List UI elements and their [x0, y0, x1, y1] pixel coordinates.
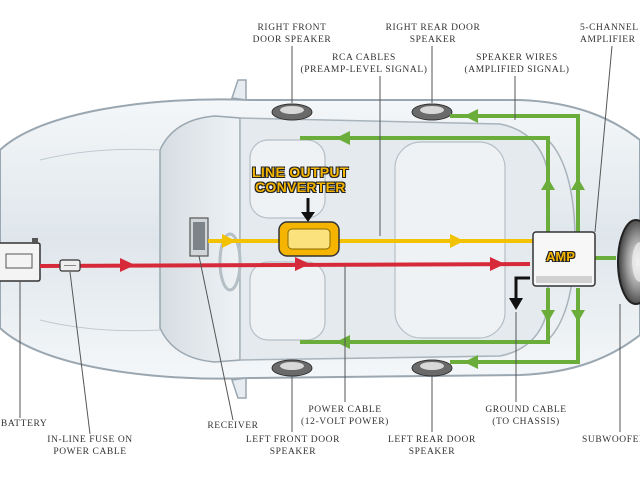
subwoofer-label: SUBWOOFER — [582, 434, 640, 446]
right-front-door-speaker — [271, 103, 313, 121]
five-channel-amplifier — [532, 231, 596, 287]
speaker-wire-arrows — [336, 109, 585, 369]
subwoofer — [617, 219, 640, 305]
label-line: RCA CABLES — [332, 53, 396, 63]
car-battery-label: CAR BATTERY — [0, 418, 62, 430]
left-front-door-speaker-label: LEFT FRONT DOOR SPEAKER — [238, 434, 348, 458]
label-line: DOOR SPEAKER — [252, 35, 332, 45]
label-line: RIGHT FRONT — [257, 23, 327, 33]
label-line: POWER CABLE — [308, 405, 382, 415]
label-line: AMPLIFIER — [580, 35, 636, 45]
five-channel-amplifier-label: 5-CHANNEL AMPLIFIER — [580, 22, 640, 46]
label-line: SPEAKER WIRES — [476, 53, 558, 63]
rca-cables-label: RCA CABLES (PREAMP-LEVEL SIGNAL) — [294, 52, 434, 76]
left-front-door-speaker — [271, 359, 313, 377]
label-line: CAR BATTERY — [0, 419, 48, 429]
rca-cables — [208, 234, 535, 248]
car-battery — [0, 238, 41, 282]
right-rear-door-speaker-label: RIGHT REAR DOOR SPEAKER — [378, 22, 488, 46]
label-line: SPEAKER — [408, 447, 456, 457]
label-line: POWER CABLE — [53, 447, 127, 457]
label-line: SPEAKER — [269, 447, 317, 457]
receiver — [189, 217, 209, 257]
line-output-converter — [278, 198, 340, 257]
right-front-door-speaker-label: RIGHT FRONT DOOR SPEAKER — [242, 22, 342, 46]
in-line-fuse — [59, 259, 81, 272]
label-line: (PREAMP-LEVEL SIGNAL) — [300, 65, 428, 75]
amp-label: AMP — [546, 249, 575, 264]
leader-lines — [19, 45, 621, 435]
label-line: SUBWOOFER — [582, 435, 640, 445]
label-line: GROUND CABLE — [485, 405, 567, 415]
label-line: (TO CHASSIS) — [492, 417, 560, 427]
line-output-converter-callout: LINE OUTPUT CONVERTER — [252, 165, 349, 195]
label-line: (AMPLIFIED SIGNAL) — [464, 65, 570, 75]
label-line: (12-VOLT POWER) — [301, 417, 389, 427]
left-rear-door-speaker — [411, 359, 453, 377]
power-cable — [39, 257, 531, 272]
power-cable-label: POWER CABLE (12-VOLT POWER) — [300, 404, 390, 428]
right-rear-door-speaker — [411, 103, 453, 121]
label-line: LEFT REAR DOOR — [388, 435, 476, 445]
label-line: RIGHT REAR DOOR — [385, 23, 481, 33]
receiver-label: RECEIVER — [198, 420, 268, 432]
left-rear-door-speaker-label: LEFT REAR DOOR SPEAKER — [374, 434, 490, 458]
label-line: SPEAKER — [409, 35, 457, 45]
ground-cable-label: GROUND CABLE (TO CHASSIS) — [476, 404, 576, 428]
in-line-fuse-label: IN-LINE FUSE ON POWER CABLE — [40, 434, 140, 458]
ground-cable — [509, 276, 530, 310]
label-line: 5-CHANNEL — [580, 23, 639, 33]
label-line: RECEIVER — [207, 421, 259, 431]
line-output-converter-line2: CONVERTER — [255, 179, 346, 195]
label-line: LEFT FRONT DOOR — [245, 435, 341, 445]
line-output-converter-line1: LINE OUTPUT — [252, 164, 349, 180]
speaker-wires-label: SPEAKER WIRES (AMPLIFIED SIGNAL) — [455, 52, 579, 76]
label-line: IN-LINE FUSE ON — [47, 435, 133, 445]
